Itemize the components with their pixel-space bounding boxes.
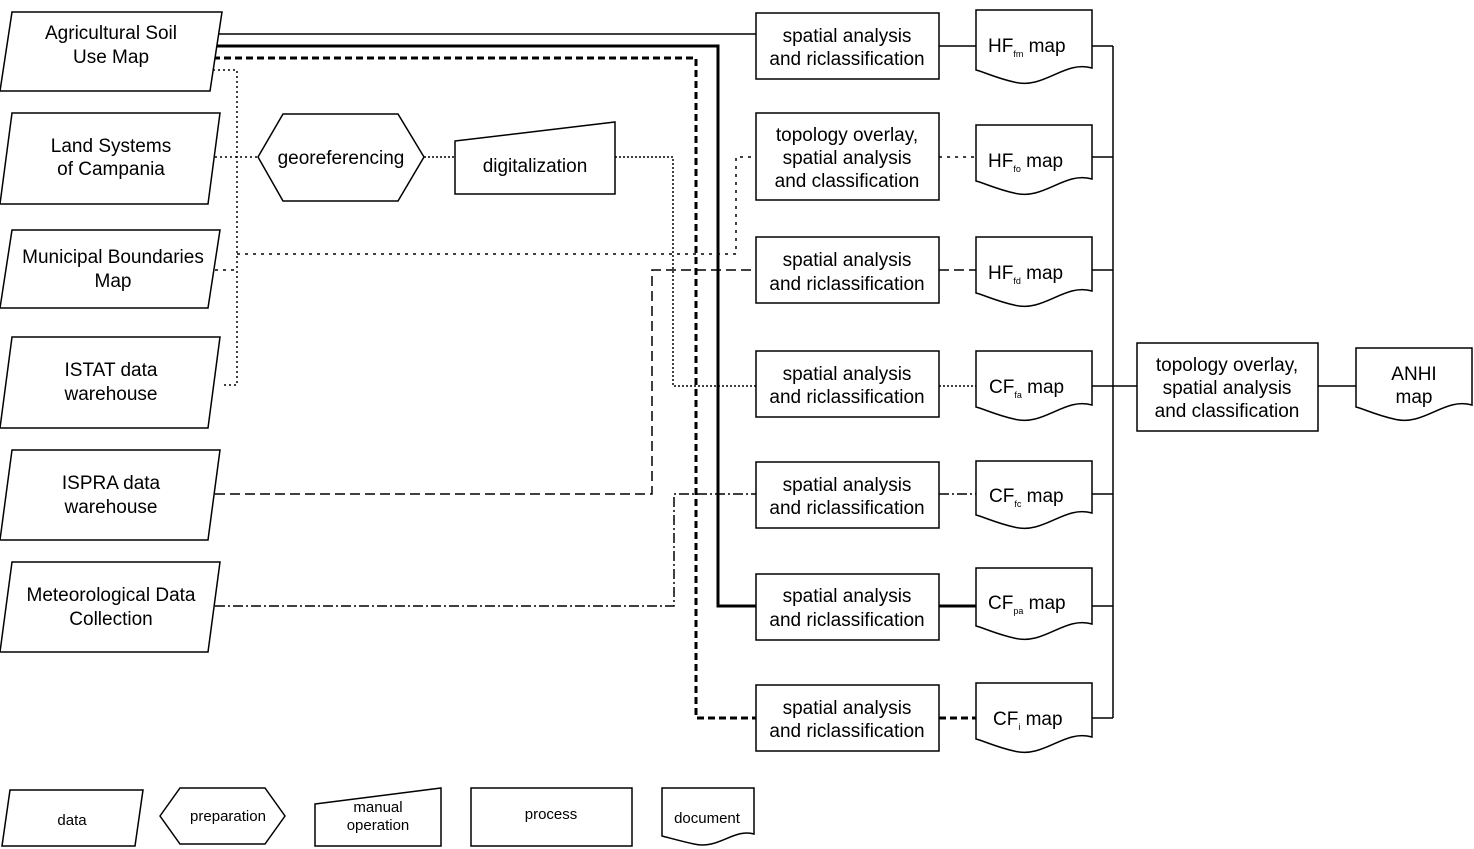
process-label: and riclassification (769, 274, 924, 295)
connector-digit-cffa (615, 156, 976, 387)
data-source-label: ISPRA data (62, 473, 161, 494)
legend-data-label: data (57, 812, 87, 829)
process-label: spatial analysis (783, 250, 912, 271)
final-process-label: topology overlay, (1156, 355, 1298, 376)
map-label: HFfm map (988, 36, 1066, 59)
manual-operation-label: digitalization (483, 156, 588, 177)
process-label: spatial analysis (783, 586, 912, 607)
process-label: spatial analysis (783, 364, 912, 385)
process-box-cffa: spatial analysis and riclassification (755, 350, 940, 418)
connector-ag-cfi (213, 56, 976, 720)
final-process-label: spatial analysis (1163, 378, 1292, 399)
anhi-map-label: map (1396, 387, 1433, 408)
data-source-label: warehouse (64, 497, 158, 518)
process-label: spatial analysis (783, 475, 912, 496)
data-source-label: ISTAT data (65, 360, 158, 381)
map-doc-cfi: CFi map (975, 682, 1093, 754)
process-label: and riclassification (769, 498, 924, 519)
anhi-map-doc: ANHI map (1355, 347, 1473, 422)
process-label: and riclassification (769, 610, 924, 631)
map-doc-cffc: CFfc map (975, 460, 1093, 530)
legend-data: data (1, 789, 144, 847)
connector-met-cffc (215, 493, 976, 607)
connector-mb-hffo (215, 156, 976, 271)
data-source-municipal-boundaries: Municipal Boundaries Map (0, 229, 221, 309)
connector-ag-hffm (213, 33, 976, 47)
process-label: and riclassification (769, 49, 924, 70)
data-source-label: Use Map (73, 47, 149, 68)
map-label: HFfd map (988, 263, 1063, 286)
map-doc-cfpa: CFpa map (975, 567, 1093, 641)
legend-document: document (661, 787, 755, 846)
legend-manual-label: manual (353, 799, 402, 816)
preparation-georeferencing: georeferencing (257, 113, 425, 202)
process-label: spatial analysis (783, 26, 912, 47)
map-label: HFfo map (988, 151, 1063, 174)
process-label: spatial analysis (783, 148, 912, 169)
legend-preparation-label: preparation (190, 808, 266, 825)
connector-lines (213, 33, 1356, 720)
connector-maps-collector (1092, 45, 1137, 719)
process-box-cffc: spatial analysis and riclassification (755, 461, 940, 529)
data-source-agricultural-soil: Agricultural Soil Use Map (0, 11, 223, 92)
legend-document-label: document (674, 810, 741, 827)
process-label: spatial analysis (783, 698, 912, 719)
map-label: CFfc map (989, 486, 1064, 509)
process-box-cfi: spatial analysis and riclassification (755, 684, 940, 752)
legend: data preparation manual operation proces… (1, 787, 755, 847)
connector-ag-dotted (213, 69, 238, 386)
process-label: and riclassification (769, 387, 924, 408)
data-source-land-systems: Land Systems of Campania (0, 112, 221, 205)
data-source-label: Map (95, 271, 132, 292)
legend-process: process (470, 787, 633, 847)
data-source-ispra: ISPRA data warehouse (0, 449, 221, 541)
map-doc-hffm: HFfm map (975, 9, 1093, 85)
data-source-label: Meteorological Data (27, 585, 196, 606)
process-label: and classification (775, 171, 920, 192)
data-source-label: Collection (69, 609, 152, 630)
legend-manual-label: operation (347, 817, 410, 834)
legend-preparation: preparation (159, 787, 286, 845)
final-process-label: and classification (1155, 401, 1300, 422)
map-label: CFfa map (989, 377, 1064, 400)
data-source-label: Agricultural Soil (45, 23, 177, 44)
process-box-hffo: topology overlay, spatial analysis and c… (755, 112, 940, 201)
process-box-hffd: spatial analysis and riclassification (755, 236, 940, 304)
map-label: CFi map (993, 709, 1063, 732)
connector-ag-cfpa (213, 44, 976, 608)
process-box-hffm: spatial analysis and riclassification (755, 12, 940, 80)
final-process-box: topology overlay, spatial analysis and c… (1136, 342, 1319, 432)
map-doc-hffo: HFfo map (975, 124, 1093, 196)
process-label: and riclassification (769, 721, 924, 742)
data-source-label: warehouse (64, 384, 158, 405)
manual-operation-digitalization: digitalization (454, 121, 616, 195)
legend-process-label: process (525, 806, 578, 823)
data-source-label: Municipal Boundaries (22, 247, 204, 268)
data-source-istat: ISTAT data warehouse (0, 336, 221, 429)
data-source-meteorological: Meteorological Data Collection (0, 561, 221, 653)
data-source-label: of Campania (57, 159, 165, 180)
legend-manual-operation: manual operation (314, 787, 442, 847)
preparation-label: georeferencing (278, 148, 405, 169)
anhi-map-label: ANHI (1391, 364, 1436, 385)
process-box-cfpa: spatial analysis and riclassification (755, 573, 940, 641)
map-label: CFpa map (988, 593, 1066, 616)
data-source-label: Land Systems (51, 136, 171, 157)
map-doc-hffd: HFfd map (975, 236, 1093, 308)
process-label: topology overlay, (776, 125, 918, 146)
map-doc-cffa: CFfa map (975, 350, 1093, 422)
connector-ispra-hffd (215, 269, 976, 495)
